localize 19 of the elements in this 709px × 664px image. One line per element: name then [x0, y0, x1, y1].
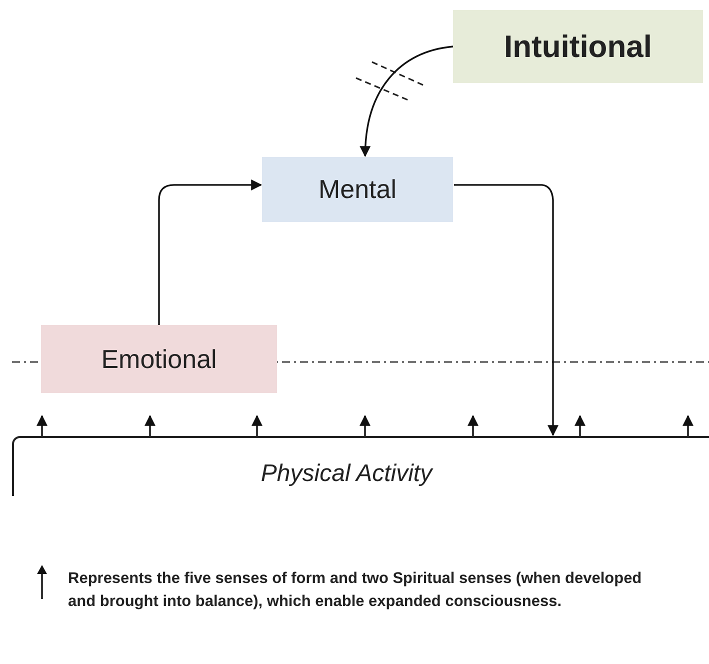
arrow — [360, 46, 454, 158]
arrow — [36, 414, 48, 436]
level-label: Intuitional — [504, 28, 652, 64]
baseline-label: Physical Activity — [260, 460, 432, 488]
arrow — [158, 179, 262, 325]
arrow — [360, 414, 370, 436]
level-box — [41, 325, 277, 393]
legend-text: Represents the five senses of form and two Spiritual senses (when developed and brought into balance), which enable expanded consciousness. — [68, 569, 643, 612]
level-label: Emotional — [101, 344, 217, 374]
arrow — [468, 414, 478, 436]
arrow — [682, 414, 694, 436]
baseline-bracket — [12, 436, 709, 496]
level-box — [453, 10, 703, 83]
level-label: Mental — [318, 174, 397, 205]
arrow — [144, 414, 156, 436]
arrow — [454, 184, 558, 436]
level-box — [262, 157, 453, 222]
arrow — [574, 414, 586, 436]
arrow — [252, 414, 262, 436]
